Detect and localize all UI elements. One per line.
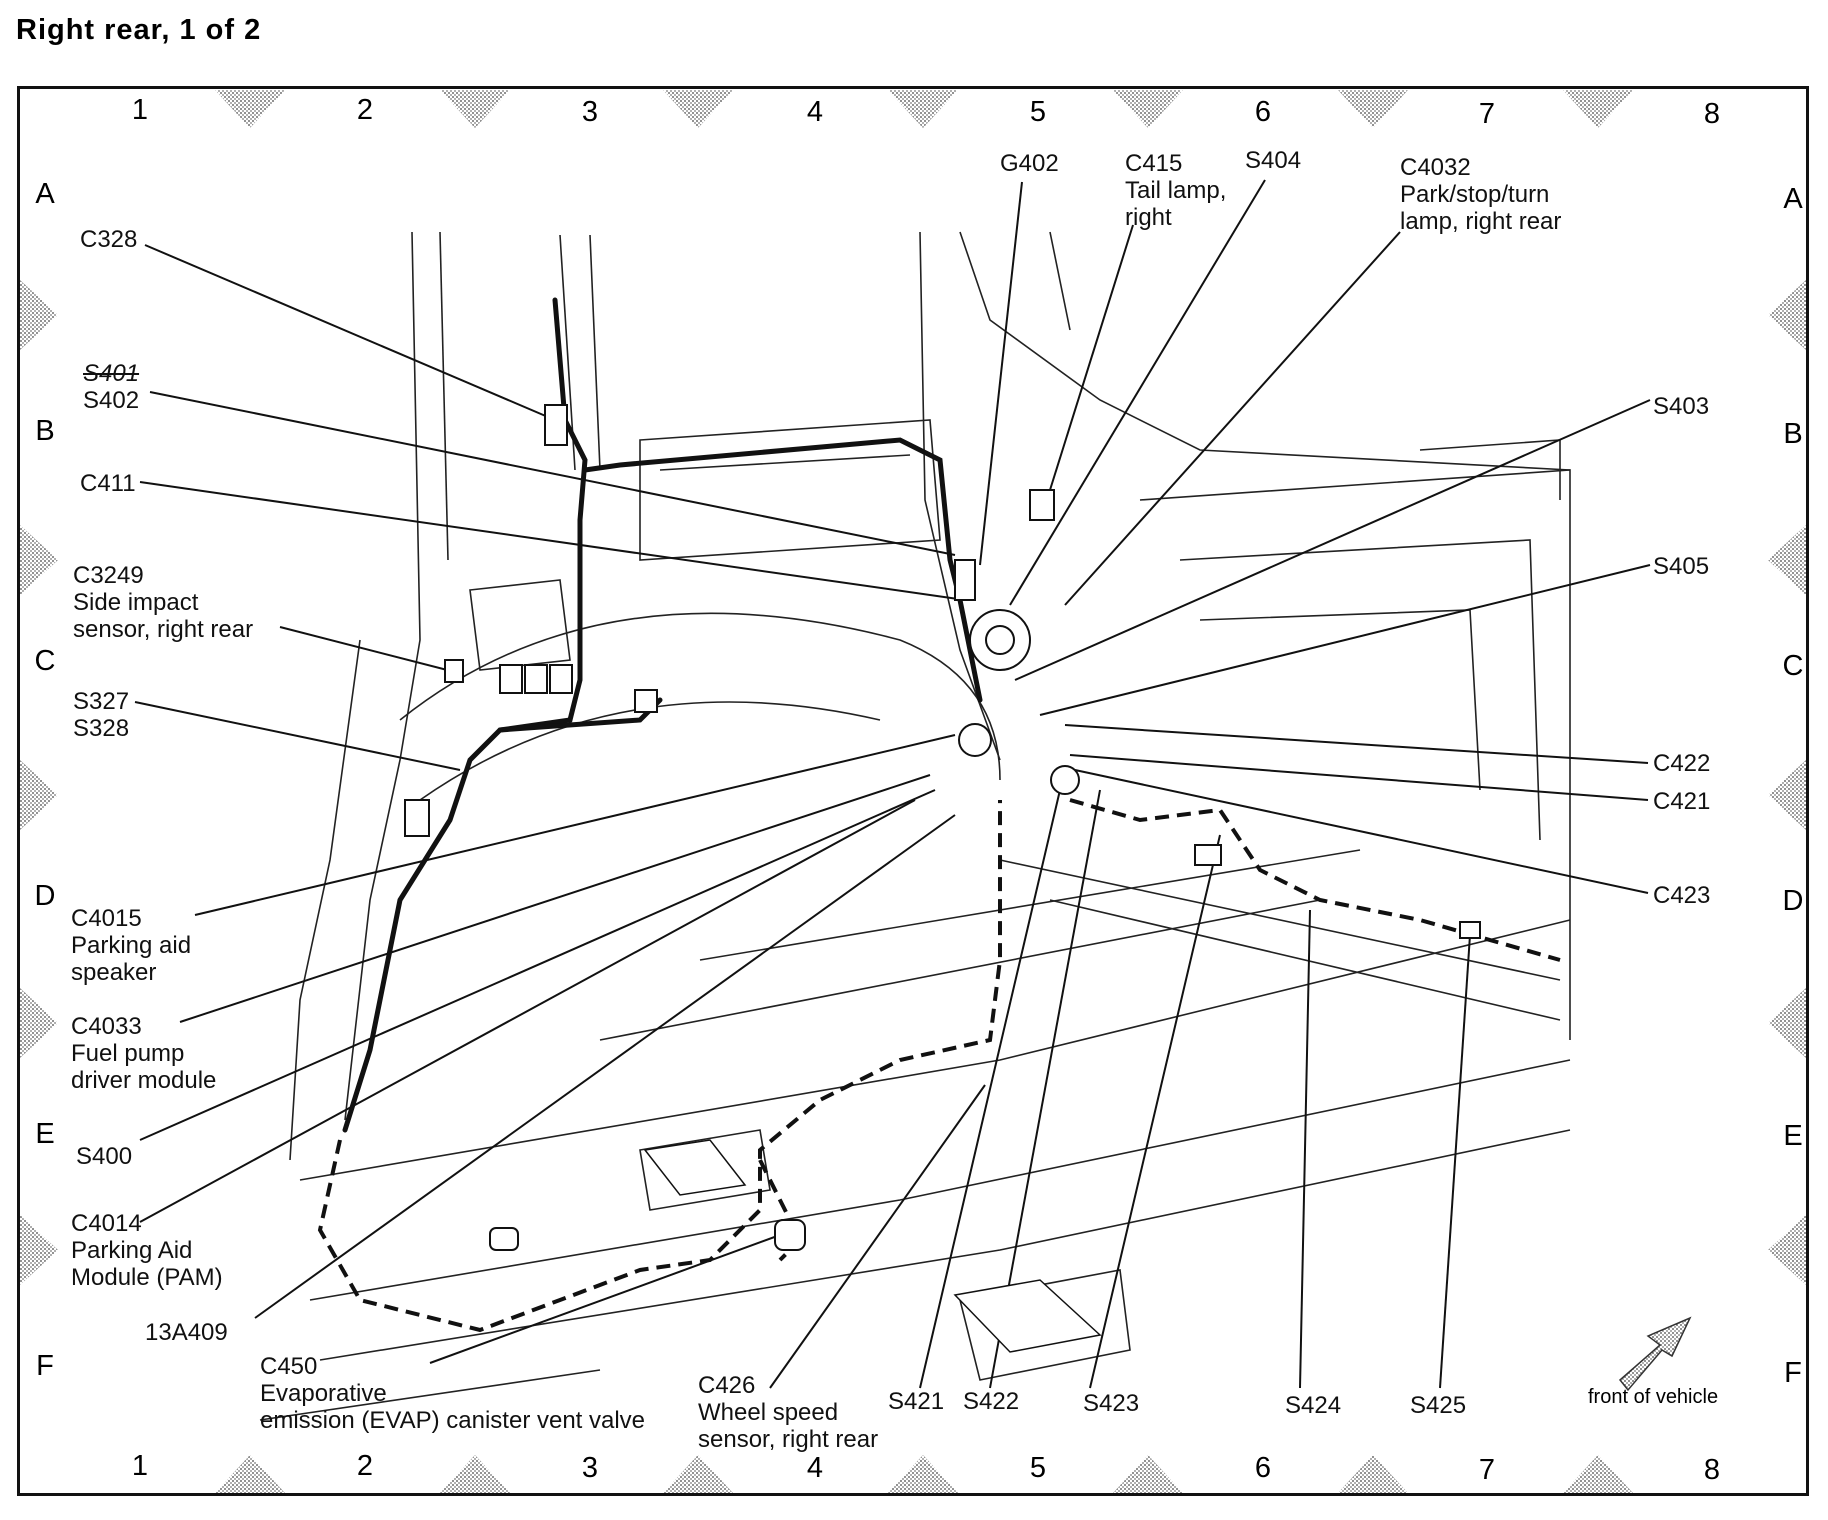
- grid-col-4-bottom: 4: [806, 1452, 824, 1484]
- callout-s403: S403: [1653, 393, 1710, 420]
- callout-s422: S422: [963, 1388, 1020, 1415]
- grid-col-8-bottom: 8: [1703, 1454, 1721, 1486]
- leader-lines: [134, 179, 1651, 1389]
- grid-row-D-right: D: [1782, 885, 1804, 917]
- grid-row-E-left: E: [35, 1118, 55, 1150]
- callout-c450: C450 Evaporative emission (EVAP) caniste…: [260, 1353, 646, 1434]
- grid-row-E-right: E: [1783, 1120, 1803, 1152]
- front-of-vehicle-label: front of vehicle: [1588, 1386, 1719, 1408]
- callout-c4032: C4032 Park/stop/turn lamp, right rear: [1400, 154, 1562, 235]
- grid-row-F-left: F: [36, 1350, 54, 1382]
- callout-s424: S424: [1285, 1392, 1342, 1419]
- grid-row-C-right: C: [1782, 650, 1804, 682]
- callout-13a409: 13A409: [145, 1319, 228, 1346]
- grid-col-2-top: 2: [356, 94, 374, 126]
- callout-c422: C422: [1653, 750, 1711, 777]
- callout-s401-s402: S401 S402: [83, 360, 140, 414]
- vehicle-body-lineart: [259, 231, 1571, 1421]
- grid-row-B-left: B: [35, 415, 55, 447]
- grid-row-C-left: C: [34, 645, 56, 677]
- grid-row-B-right: B: [1783, 418, 1803, 450]
- grid-col-3-bottom: 3: [581, 1452, 599, 1484]
- callout-c3249: C3249 Side impact sensor, right rear: [73, 562, 254, 643]
- callout-c426: C426 Wheel speed sensor, right rear: [698, 1372, 879, 1453]
- grid-row-D-left: D: [34, 880, 56, 912]
- callout-c328: C328: [80, 226, 138, 253]
- grid-row-F-right: F: [1784, 1357, 1802, 1389]
- grid-col-2-bottom: 2: [356, 1450, 374, 1482]
- callout-s423: S423: [1083, 1390, 1140, 1417]
- front-of-vehicle-arrow: [1618, 1316, 1692, 1392]
- vent-grille: [643, 1139, 1102, 1353]
- callout-s404: S404: [1245, 147, 1302, 174]
- grid-row-A-left: A: [35, 178, 55, 210]
- callout-c4033: C4033 Fuel pump driver module: [71, 1013, 217, 1094]
- grid-col-8-top: 8: [1703, 98, 1721, 130]
- grid-col-5-bottom: 5: [1029, 1452, 1047, 1484]
- callout-s421: S421: [888, 1388, 945, 1415]
- grid-col-7-bottom: 7: [1478, 1454, 1496, 1486]
- grid-col-3-top: 3: [581, 96, 599, 128]
- wiring-harness: [342, 297, 983, 1133]
- callout-c4014: C4014 Parking Aid Module (PAM): [71, 1210, 223, 1291]
- grid-col-6-bottom: 6: [1254, 1452, 1272, 1484]
- callout-s405: S405: [1653, 553, 1710, 580]
- callout-c411: C411: [80, 470, 136, 497]
- callout-g402: G402: [1000, 150, 1059, 177]
- diagram-frame: [17, 86, 1809, 1496]
- connectors: [404, 404, 1481, 1251]
- grid-col-1-bottom: 1: [131, 1450, 149, 1482]
- grid-col-5-top: 5: [1029, 96, 1047, 128]
- callout-c415: C415 Tail lamp, right: [1125, 150, 1227, 231]
- callout-c423: C423: [1653, 882, 1711, 909]
- callout-c4015: C4015 Parking aid speaker: [71, 905, 192, 986]
- callout-s400: S400: [76, 1143, 133, 1170]
- callout-s327-s328: S327 S328: [73, 688, 130, 742]
- grid-col-7-top: 7: [1478, 98, 1496, 130]
- grid-col-6-top: 6: [1254, 96, 1272, 128]
- grid-markers: [20, 90, 1806, 1493]
- grid-col-4-top: 4: [806, 96, 824, 128]
- callout-s425: S425: [1410, 1392, 1467, 1419]
- callout-c421: C421: [1653, 788, 1711, 815]
- grid-row-A-right: A: [1783, 183, 1803, 215]
- page-title: Right rear, 1 of 2: [16, 14, 262, 46]
- grid-col-1-top: 1: [131, 94, 149, 126]
